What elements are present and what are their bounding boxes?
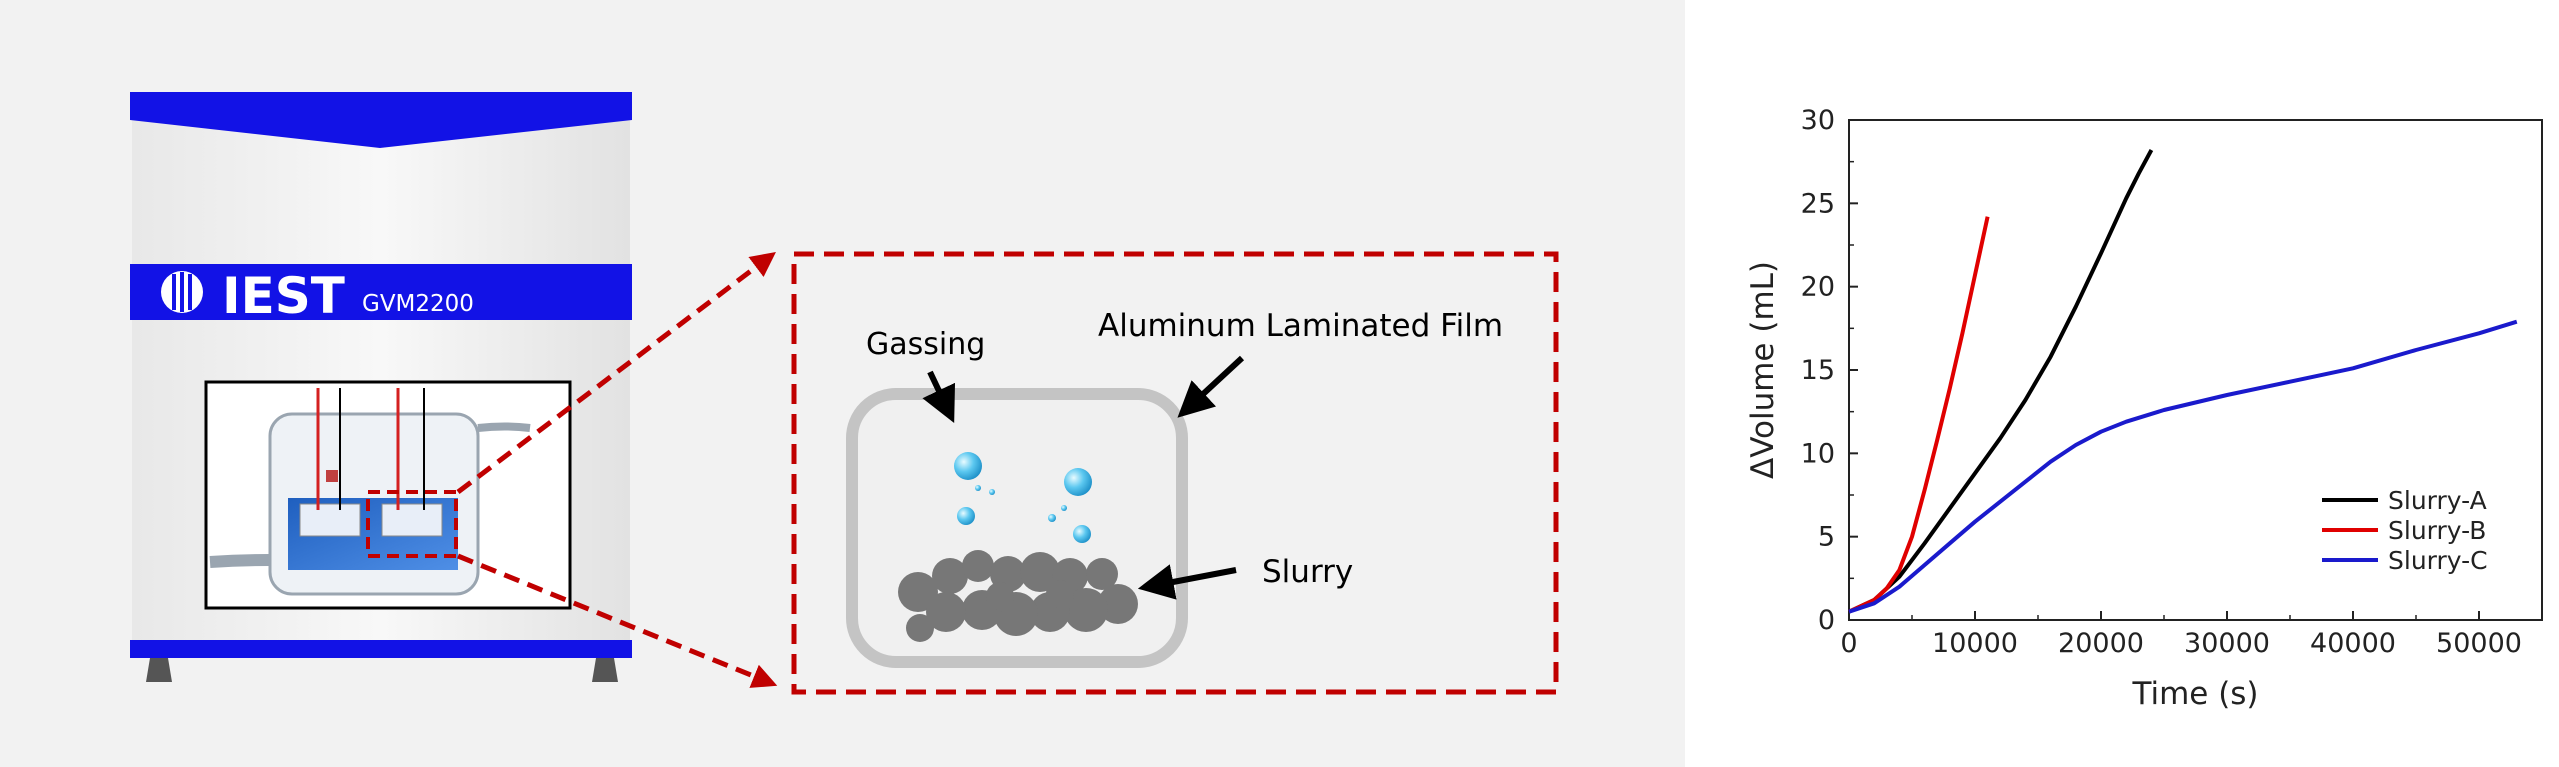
y-tick-label: 20: [1801, 272, 1835, 303]
cabinet-base-band: [130, 640, 632, 658]
schematic-svg: IEST GVM2200: [130, 92, 1559, 695]
x-tick-label: 50000: [2436, 628, 2522, 659]
x-tick-label: 20000: [2058, 628, 2144, 659]
x-tick-label: 30000: [2184, 628, 2270, 659]
y-axis-label: ΔVolume (mL): [1745, 261, 1781, 479]
arrow-gassing: [922, 370, 956, 424]
y-tick-label: 25: [1801, 188, 1835, 219]
zoom-line-bottom: [457, 553, 778, 688]
brand-band: [130, 264, 632, 320]
legend-label: Slurry-C: [2388, 546, 2488, 575]
arrow-film: [1177, 355, 1245, 418]
pouch-cell-left: [299, 503, 361, 537]
x-tick-label: 10000: [1932, 628, 2018, 659]
y-tick-label: 30: [1801, 105, 1835, 136]
y-tick-label: 10: [1801, 438, 1835, 469]
cabinet-top-band: [130, 94, 632, 148]
y-tick-label: 0: [1818, 605, 1835, 636]
label-gassing: Gassing: [866, 327, 985, 362]
brand-name: IEST: [222, 267, 345, 325]
x-tick-label: 0: [1840, 628, 1857, 659]
cabinet-top-edge: [130, 92, 632, 102]
series-line-slurry-a: [1848, 149, 2154, 614]
left-foot: [146, 658, 172, 682]
x-tick-label: 40000: [2310, 628, 2396, 659]
legend-label: Slurry-B: [2388, 516, 2486, 545]
right-foot: [592, 658, 618, 682]
right-panel: 0 10000 20000 30000 40000 50000 0 5 10 15 20 25 30 S…: [1685, 0, 2559, 767]
left-panel: IEST GVM2200: [0, 0, 1685, 767]
slurry-particles: [898, 550, 1138, 642]
series-line-slurry-c: [1848, 319, 2518, 614]
zoom-line-top: [456, 251, 776, 494]
series-line-slurry-b: [1848, 216, 1990, 614]
glass-beaker: [209, 388, 531, 596]
highlight-box: [366, 490, 458, 558]
beaker-marking: [326, 470, 338, 482]
x-axis-label: Time (s): [2131, 676, 2258, 712]
volume-chart: 0 10000 20000 30000 40000 50000 0 5 10 15 20 25 30 S…: [1745, 105, 2543, 712]
legend-label: Slurry-A: [2388, 486, 2487, 515]
iest-logo-icon: [161, 271, 203, 313]
y-tick-label: 5: [1818, 522, 1835, 553]
label-film: Aluminum Laminated Film: [1098, 308, 1503, 344]
gas-bubbles: [954, 452, 1092, 543]
model-name: GVM2200: [362, 291, 474, 317]
pouch-cell-right: [381, 503, 443, 537]
label-slurry: Slurry: [1262, 554, 1353, 590]
gvm-device: IEST GVM2200: [130, 92, 632, 682]
arrow-slurry: [1137, 564, 1237, 600]
y-tick-label: 15: [1801, 355, 1835, 386]
